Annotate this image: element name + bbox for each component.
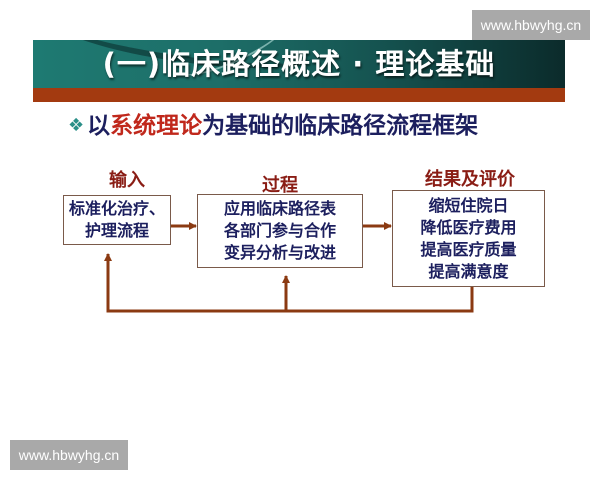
stage-label-result: 结果及评价: [425, 169, 515, 190]
stage-label-process: 过程: [262, 175, 298, 196]
input-line: 护理流程: [84, 221, 149, 240]
process-line: 应用临床路径表: [223, 199, 336, 218]
header-accent-bar: [33, 88, 565, 102]
input-line: 标准化治疗、: [68, 199, 165, 218]
process-line: 各部门参与合作: [223, 221, 336, 240]
stage-label-input: 输入: [109, 170, 145, 191]
result-line: 缩短住院日: [428, 195, 509, 215]
slide-subtitle: ❖以系统理论为基础的临床路径流程框架: [68, 110, 478, 142]
subtitle-prefix: 以: [87, 113, 111, 139]
watermark-top: www.hbwyhg.cn: [472, 10, 590, 40]
watermark-bottom: www.hbwyhg.cn: [10, 440, 128, 470]
input-box: 标准化治疗、 护理流程: [63, 195, 171, 245]
diamond-bullet-icon: ❖: [68, 115, 85, 136]
subtitle-highlight: 系统理论: [110, 113, 203, 139]
slide-header: (一)临床路径概述 · 理论基础: [33, 40, 565, 88]
result-line: 提高满意度: [428, 261, 509, 281]
process-line: 变异分析与改进: [223, 243, 336, 262]
subtitle-suffix: 为基础的临床路径流程框架: [202, 113, 479, 139]
result-line: 提高医疗质量: [420, 239, 517, 259]
result-line: 降低医疗费用: [420, 217, 517, 237]
result-box: 缩短住院日 降低医疗费用 提高医疗质量 提高满意度: [392, 190, 545, 287]
slide-title: (一)临床路径概述 · 理论基础: [102, 47, 496, 81]
feedback-arrow-to-input: [104, 253, 474, 313]
process-box: 应用临床路径表 各部门参与合作 变异分析与改进: [197, 194, 363, 268]
